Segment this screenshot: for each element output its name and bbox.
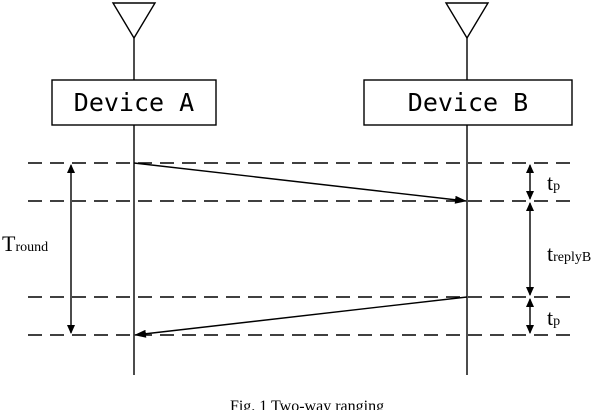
device-b-antenna-icon bbox=[444, 2, 490, 40]
t-round-label: Tround bbox=[2, 231, 48, 256]
figure-caption: Fig. 1 Two-way ranging bbox=[230, 398, 384, 410]
message-b-to-a-arrow bbox=[134, 296, 468, 338]
message-a-to-b-arrow bbox=[133, 162, 467, 204]
device-a-label: Device A bbox=[74, 88, 194, 117]
tp-top-label: tp bbox=[547, 170, 560, 195]
device-b-box: Device B bbox=[363, 79, 573, 126]
device-a-antenna-icon bbox=[111, 2, 157, 40]
device-b-label: Device B bbox=[408, 88, 528, 117]
tp-bottom-label: tp bbox=[547, 305, 560, 330]
device-a-box: Device A bbox=[51, 79, 217, 126]
reply-label: treplyB bbox=[547, 241, 591, 266]
